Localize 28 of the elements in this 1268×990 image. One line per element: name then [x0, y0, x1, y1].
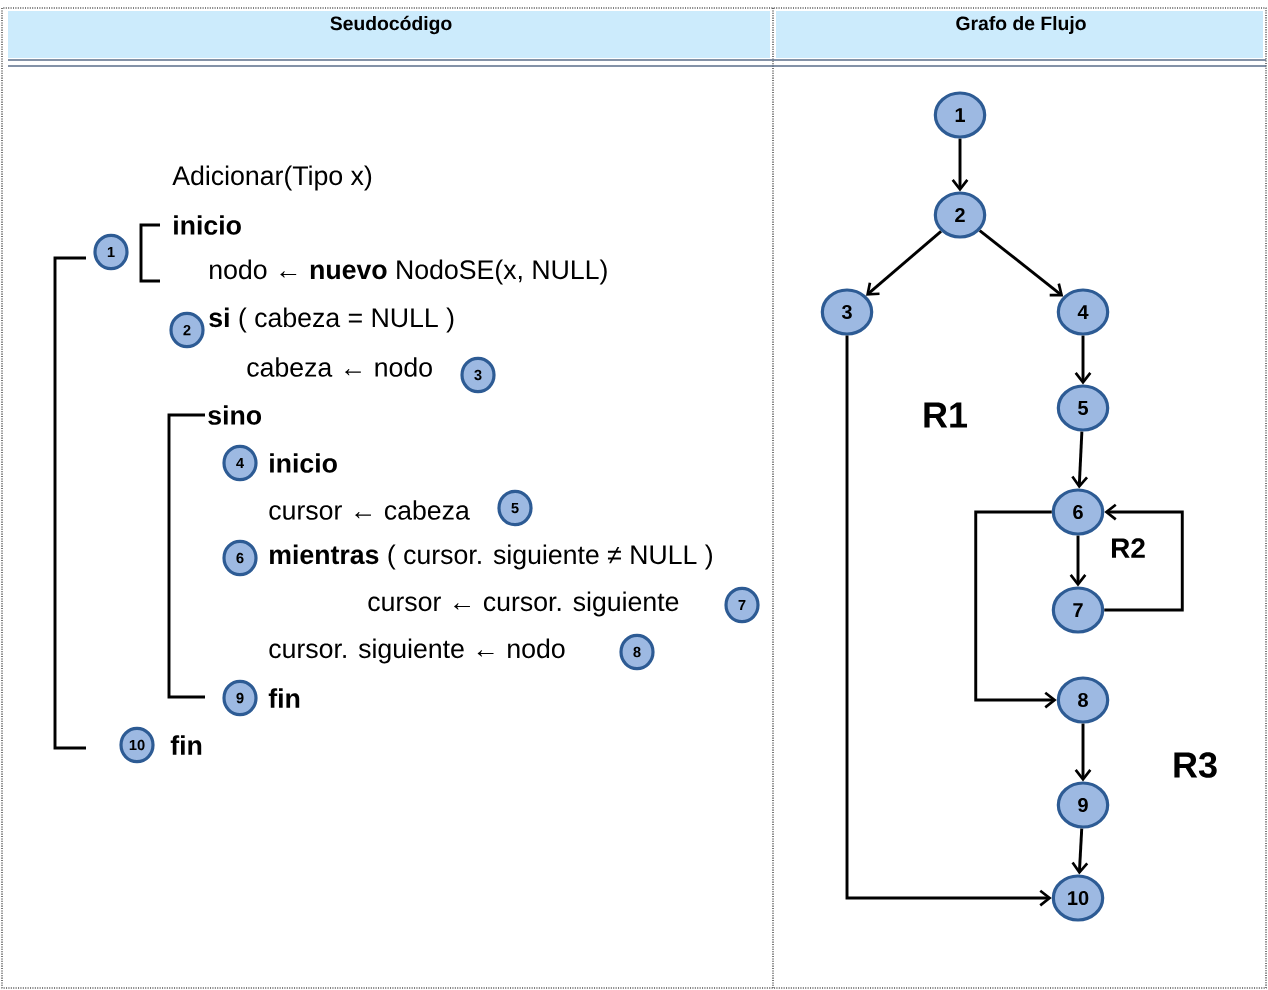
arrow [1069, 535, 1087, 587]
arrow [1074, 723, 1092, 782]
arrow [866, 230, 942, 296]
code-line: cursor ← cursor. siguiente [368, 591, 679, 617]
arrow [1104, 503, 1184, 612]
code-line: cursor ← cabeza [269, 500, 470, 520]
code-line: inicio [270, 453, 337, 473]
code-line: Adicionar(Tipo x) [172, 165, 372, 191]
arrow [1071, 431, 1089, 489]
arrow [845, 335, 1052, 907]
code-line: cabeza ← nodo [247, 357, 432, 377]
code-line: fin [170, 735, 202, 755]
arrow [1074, 335, 1092, 385]
arrow [974, 510, 1057, 709]
header-cell: Seudocódigo [8, 11, 770, 58]
header-cell: Grafo de Flujo [776, 11, 1263, 58]
code-line: si ( cabeza = NULL ) [209, 307, 454, 333]
code-line: sino [208, 405, 262, 425]
code-line: mientras ( cursor. siguiente ≠ NULL ) [270, 544, 712, 570]
region-label: R1 [924, 402, 967, 428]
arrow [1071, 828, 1089, 875]
arrow [978, 229, 1064, 297]
region-label: R3 [1174, 752, 1217, 778]
arrow [951, 138, 969, 192]
code-line: cursor. siguiente ← nodo [269, 638, 565, 664]
code-line: inicio [174, 215, 241, 235]
code-line: nodo ← nuevo NodoSE(x, NULL) [210, 259, 607, 285]
region-label: R2 [1112, 538, 1145, 558]
